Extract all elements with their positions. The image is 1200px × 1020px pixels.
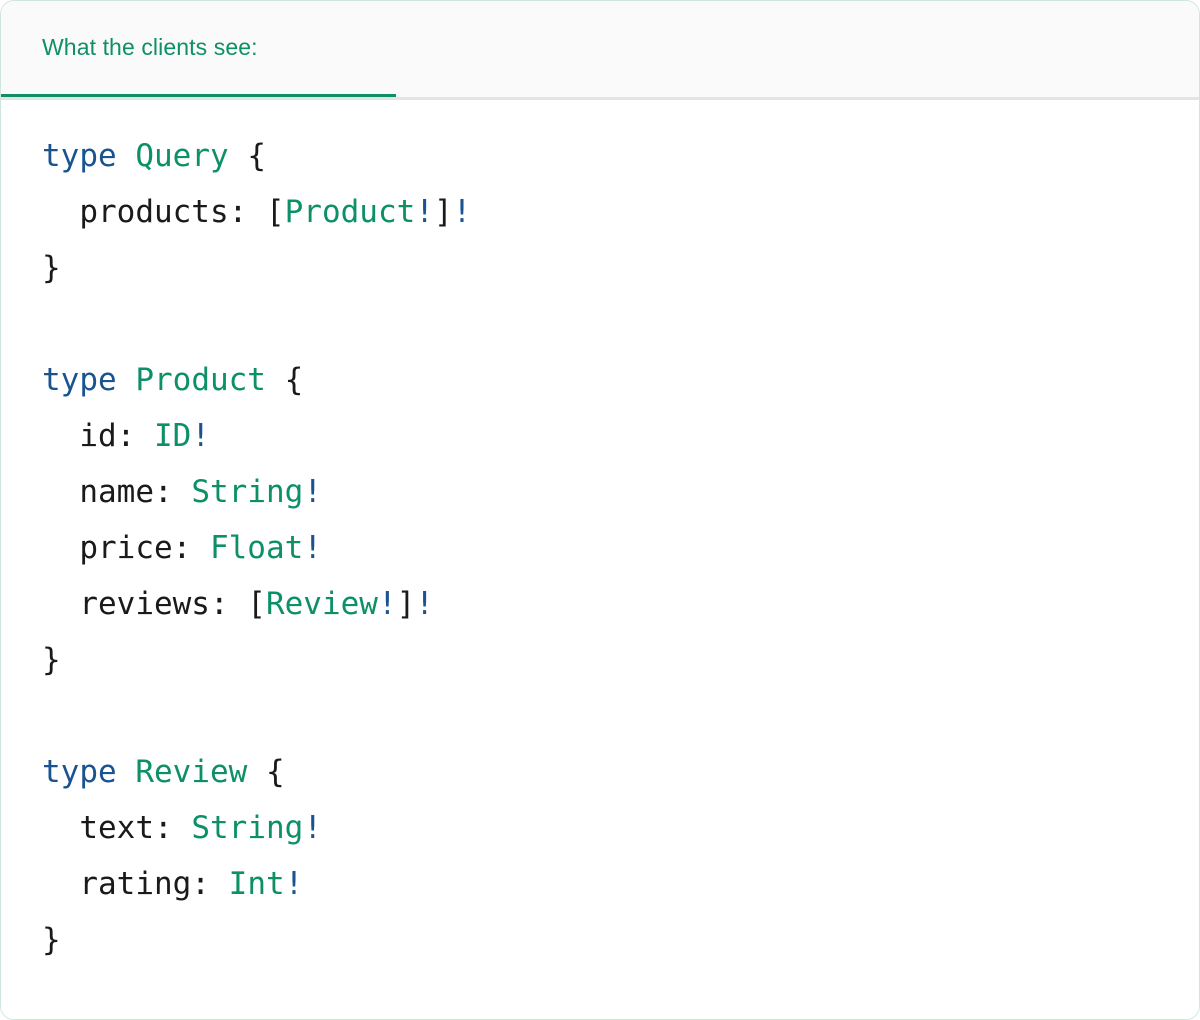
code-blank-line <box>42 296 1199 352</box>
code-token-field: reviews: <box>79 586 229 622</box>
code-token-punc <box>173 810 192 846</box>
tab-bar: What the clients see: <box>1 1 1199 100</box>
code-token-punc <box>42 530 79 566</box>
code-token-punc <box>117 138 136 174</box>
code-token-punc: ] <box>433 194 453 230</box>
code-line: products: [Product!]! <box>42 184 1199 240</box>
code-line: type Product { <box>42 352 1199 408</box>
code-token-kw: type <box>42 362 117 398</box>
code-token-bang: ! <box>452 194 472 230</box>
code-token-bang: ! <box>191 418 210 454</box>
code-token-field: id: <box>79 418 136 454</box>
code-token-punc: { <box>247 754 285 790</box>
code-token-punc: } <box>42 922 61 958</box>
code-line: } <box>42 632 1199 688</box>
code-area: type Query { products: [Product!]!} type… <box>1 100 1199 1019</box>
code-token-punc <box>42 810 79 846</box>
code-token-bang: ! <box>415 194 434 230</box>
code-token-field: text: <box>79 810 173 846</box>
code-token-type: Product <box>135 362 266 398</box>
code-token-punc <box>42 418 79 454</box>
code-token-punc <box>135 418 154 454</box>
code-token-punc <box>42 474 79 510</box>
code-line: type Review { <box>42 744 1199 800</box>
code-blank-line <box>42 688 1199 744</box>
code-line: text: String! <box>42 800 1199 856</box>
code-token-punc: { <box>228 138 266 174</box>
code-token-field: rating: <box>79 866 210 902</box>
code-token-punc: } <box>42 642 61 678</box>
code-token-type: Query <box>135 138 229 174</box>
code-token-type: Review <box>135 754 248 790</box>
code-token-type: ID <box>154 418 192 454</box>
code-token-punc <box>117 362 136 398</box>
code-token-type: Int <box>228 866 285 902</box>
code-token-bang: ! <box>377 586 397 622</box>
code-token-punc <box>42 194 79 230</box>
code-token-punc: [ <box>228 586 266 622</box>
code-line: } <box>42 240 1199 296</box>
code-token-field: products: <box>79 194 248 230</box>
graphql-schema-code[interactable]: type Query { products: [Product!]!} type… <box>42 128 1199 968</box>
code-token-punc <box>210 866 229 902</box>
code-line: type Query { <box>42 128 1199 184</box>
code-line: price: Float! <box>42 520 1199 576</box>
code-token-punc <box>173 474 192 510</box>
code-token-punc <box>42 586 79 622</box>
code-token-type: String <box>191 474 304 510</box>
code-token-kw: type <box>42 754 117 790</box>
code-token-type: Review <box>265 586 378 622</box>
code-token-bang: ! <box>284 866 304 902</box>
tab-what-the-clients-see[interactable]: What the clients see: <box>1 1 396 97</box>
tab-label: What the clients see: <box>42 34 258 60</box>
code-token-punc <box>117 754 136 790</box>
code-line: rating: Int! <box>42 856 1199 912</box>
code-token-punc <box>42 866 79 902</box>
code-token-bang: ! <box>303 530 322 566</box>
code-token-type: String <box>191 810 304 846</box>
code-token-bang: ! <box>303 474 322 510</box>
code-token-field: name: <box>79 474 173 510</box>
code-token-bang: ! <box>303 810 322 846</box>
code-token-bang: ! <box>415 586 434 622</box>
code-token-punc: ] <box>396 586 416 622</box>
code-token-punc <box>191 530 210 566</box>
code-line: } <box>42 912 1199 968</box>
code-token-punc: [ <box>247 194 285 230</box>
code-token-type: Float <box>209 530 304 566</box>
code-token-field: price: <box>79 530 192 566</box>
code-token-type: Product <box>284 194 416 230</box>
code-line: id: ID! <box>42 408 1199 464</box>
code-token-kw: type <box>42 138 117 174</box>
code-line: name: String! <box>42 464 1199 520</box>
code-token-punc: } <box>42 250 61 286</box>
code-token-punc: { <box>265 362 304 398</box>
code-line: reviews: [Review!]! <box>42 576 1199 632</box>
